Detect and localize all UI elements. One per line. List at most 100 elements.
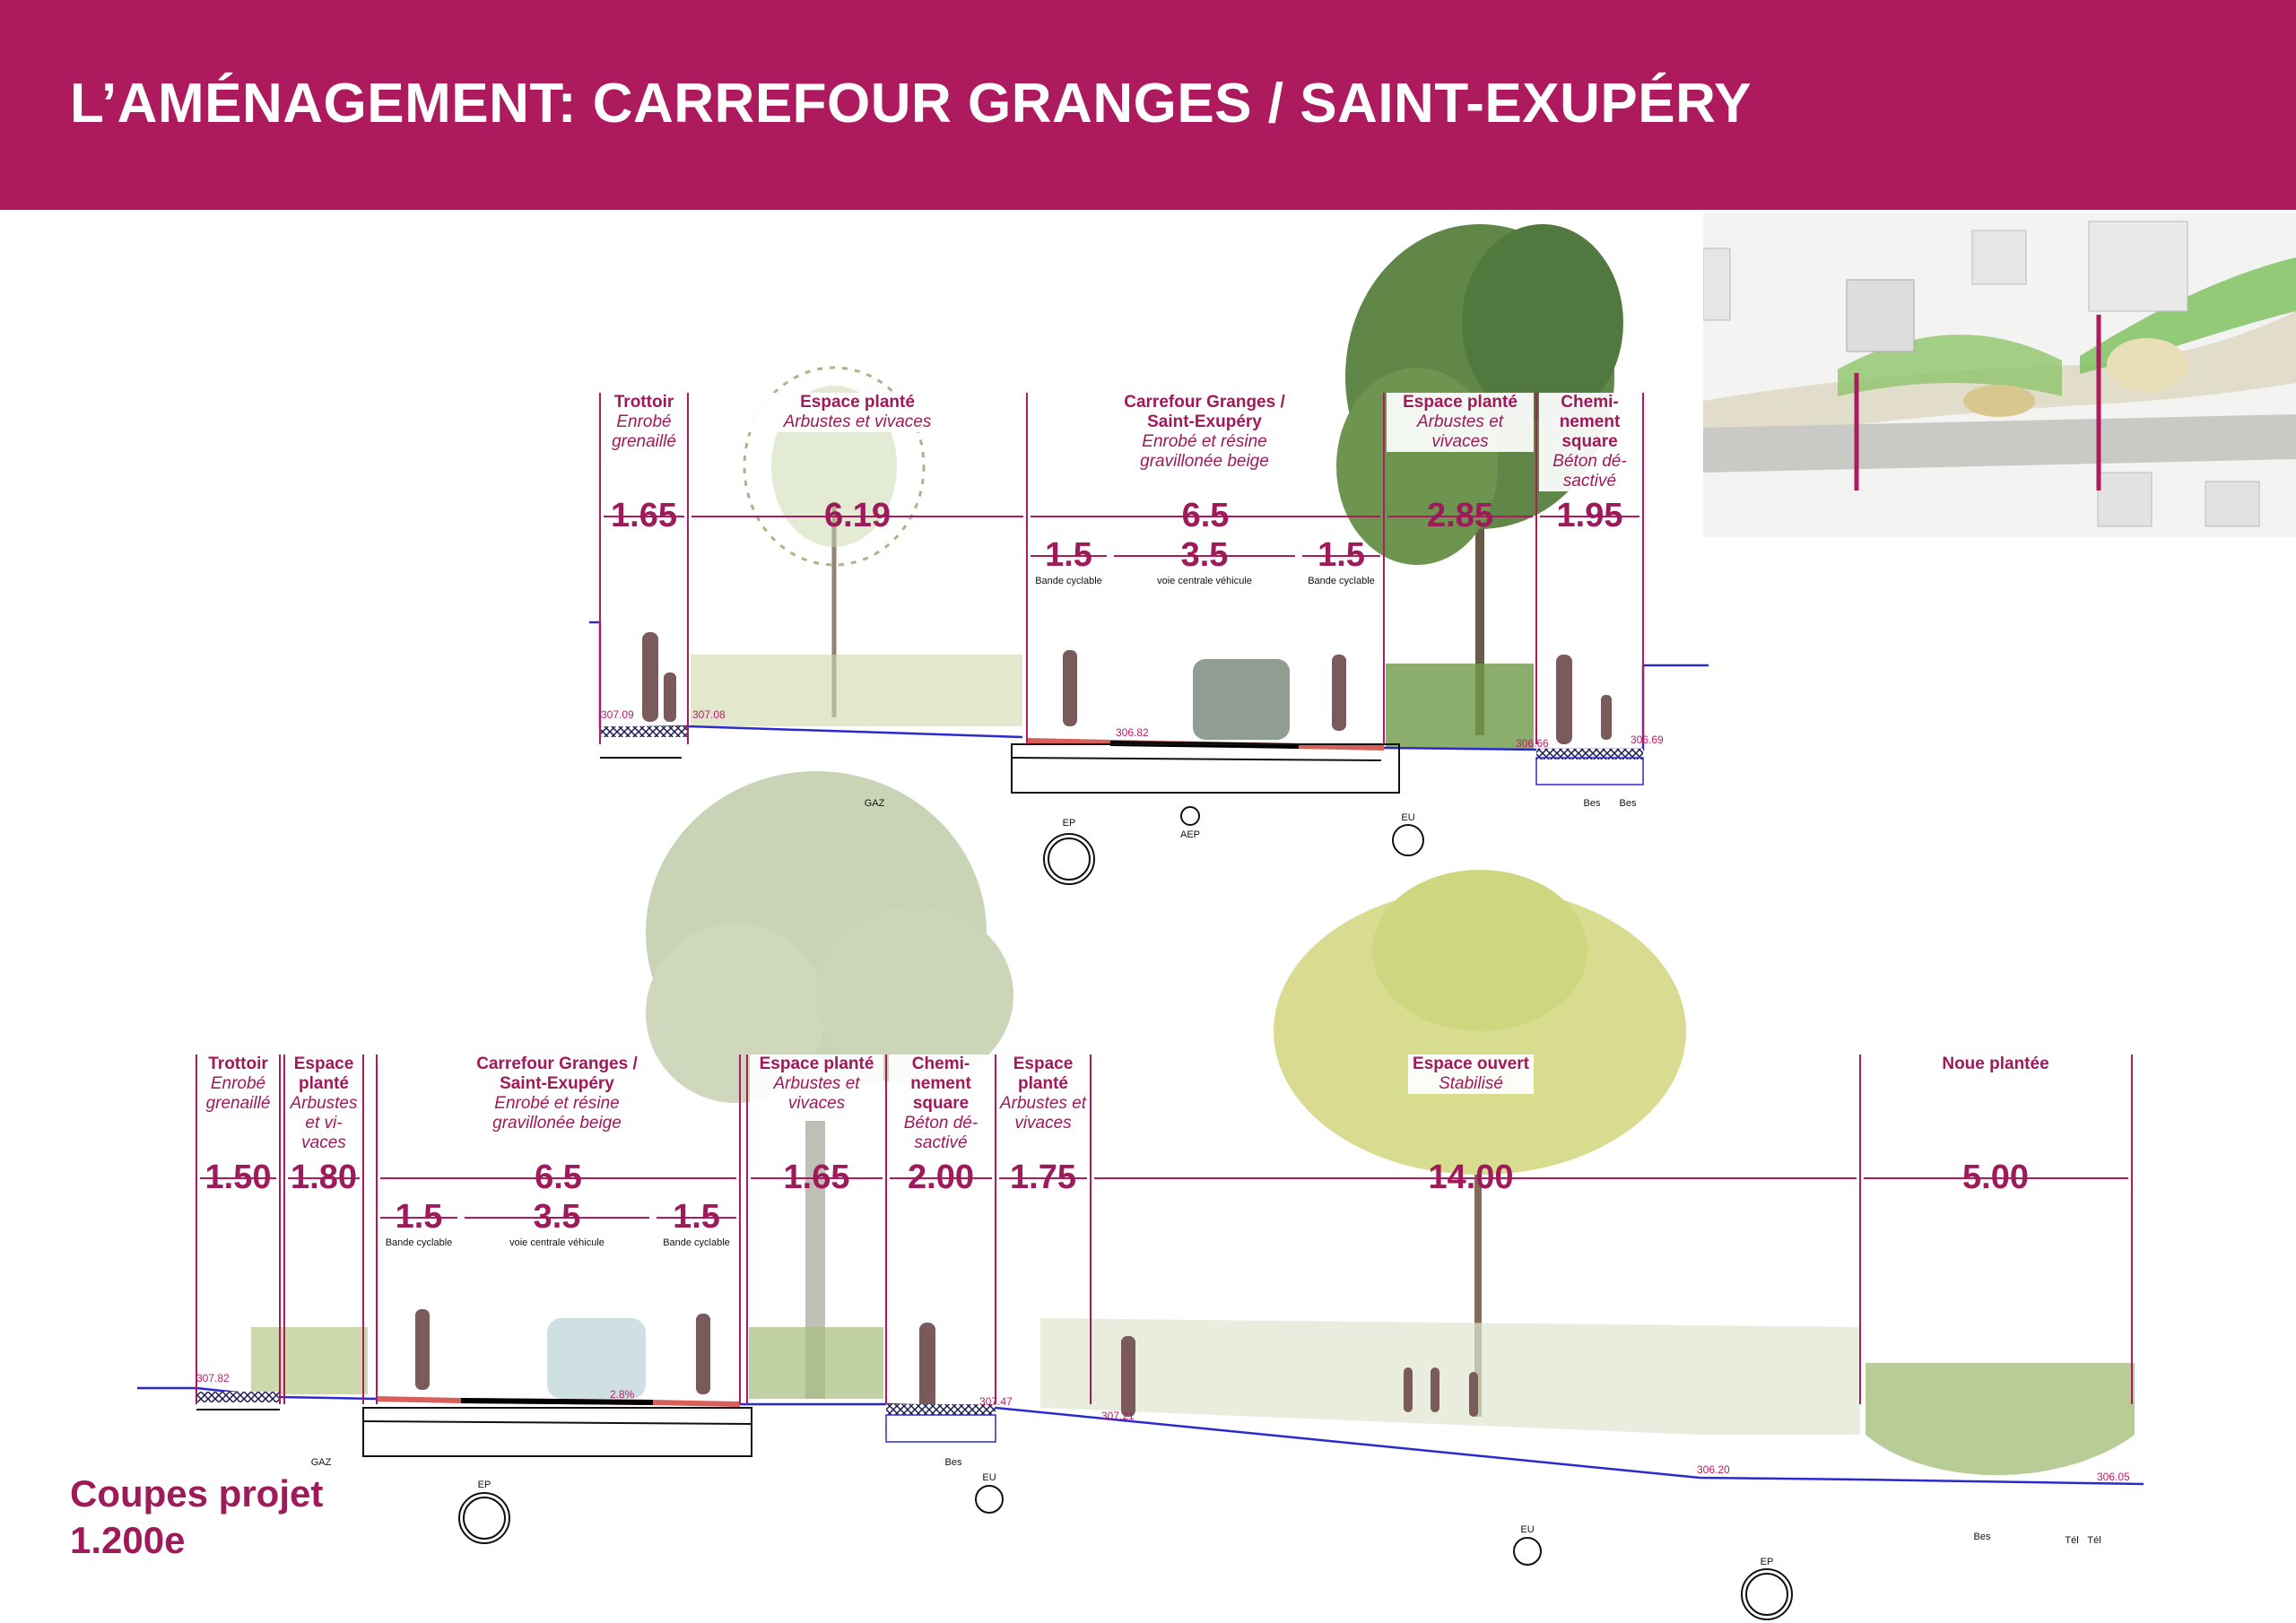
network-label: EP (477, 1480, 491, 1490)
zone-width-dimension: 1.65 (783, 1159, 850, 1196)
zone-title: Carrefour Granges / Saint-Exupéry (476, 1055, 638, 1093)
network-label: Bes (1619, 798, 1637, 809)
bottom-ground-profile (137, 1386, 2144, 1486)
site-plan-drawing (1703, 213, 2296, 537)
zone-width-dimension: 6.19 (824, 497, 891, 534)
lane-width-dimension: 3.5 (533, 1198, 581, 1236)
elevation-label: 307.82 (196, 1372, 230, 1384)
planting-strip (251, 655, 2135, 1475)
network-label: Bes (1583, 798, 1601, 809)
zone-material: Béton dé- sactivé (903, 1114, 978, 1152)
network-label: Bes (944, 1457, 962, 1468)
zone-title: Trottoir (208, 1055, 268, 1073)
zone-material: Arbustes et vivaces (999, 1094, 1087, 1133)
section-caption: Coupes projet 1.200e (70, 1471, 323, 1564)
zone-material: Arbustes et vivaces (783, 412, 932, 431)
elevation-label: 306.66 (1516, 737, 1549, 750)
zone-title: Espace planté (800, 393, 915, 412)
zone-width-dimension: 1.95 (1556, 497, 1623, 534)
zone-width-dimension: 1.80 (291, 1159, 357, 1196)
zone-title: Carrefour Granges / Saint-Exupéry (1124, 393, 1285, 431)
page-title: L’AMÉNAGEMENT: CARREFOUR GRANGES / SAINT… (70, 73, 1752, 135)
caption-scale: 1.200e (70, 1519, 186, 1561)
elevation-label: 307.21 (1101, 1410, 1135, 1422)
header-band: L’AMÉNAGEMENT: CARREFOUR GRANGES / SAINT… (0, 0, 2296, 210)
zone-label: Noue plantée (1910, 1055, 2081, 1074)
zone-material: Arbustes et vivaces (773, 1074, 860, 1113)
car-illustration (547, 659, 1290, 1399)
network-label: Bes (1973, 1532, 1991, 1542)
site-plan-map (1703, 213, 2296, 537)
network-label: Tél (2087, 1535, 2101, 1546)
zone-title: Chemi- nement square (1559, 393, 1621, 451)
people-illustrations (415, 632, 1612, 1417)
lane-label: Bande cyclable (385, 1237, 453, 1248)
lane-label: voie centrale véhicule (509, 1237, 604, 1248)
zone-width-dimension: 1.65 (611, 497, 677, 534)
zone-width-dimension: 2.00 (908, 1159, 974, 1196)
network-pipes (458, 806, 1793, 1620)
zone-width-dimension: 6.5 (535, 1159, 582, 1196)
zone-material: Arbustes et vi- vaces (290, 1094, 358, 1152)
zone-title: Noue plantée (1942, 1055, 2049, 1073)
tree-illustration (646, 771, 1013, 1399)
lane-width-dimension: 1.5 (1318, 536, 1365, 574)
zone-title: Chemi- nement square (910, 1055, 971, 1113)
network-label: EP (1760, 1557, 1774, 1567)
zone-title: Espace planté (293, 1055, 354, 1093)
zone-material: Enrobé et résine gravillonée beige (1140, 432, 1269, 471)
caption-title: Coupes projet (70, 1472, 324, 1515)
zone-title: Espace planté (1013, 1055, 1074, 1093)
lane-label: Bande cyclable (1035, 576, 1102, 586)
top-ground-profile (589, 621, 1709, 794)
elevation-label: 306.82 (1116, 726, 1149, 739)
zone-material: Arbustes et vivaces (1416, 412, 1504, 451)
network-label: EU (1401, 812, 1415, 823)
lane-label: Bande cyclable (663, 1237, 730, 1248)
lane-width-dimension: 1.5 (673, 1198, 720, 1236)
elevation-label: 307.09 (601, 708, 634, 721)
zone-title: Espace planté (1403, 393, 1518, 412)
zone-material: Enrobé grenaillé (612, 412, 676, 451)
lane-width-dimension: 1.5 (1045, 536, 1092, 574)
network-label: GAZ (864, 798, 885, 809)
elevation-label: 307.47 (979, 1395, 1013, 1408)
zone-title: Espace planté (759, 1055, 874, 1073)
zone-material: Béton dé- sactivé (1552, 452, 1627, 490)
zone-material: Enrobé et résine gravillonée beige (492, 1094, 622, 1133)
network-label: EU (982, 1472, 996, 1483)
zone-material: Stabilisé (1439, 1074, 1503, 1093)
zone-material: Enrobé grenaillé (205, 1074, 271, 1113)
lane-label: voie centrale véhicule (1157, 576, 1252, 586)
zone-title: Espace ouvert (1413, 1055, 1529, 1073)
lane-width-dimension: 1.5 (395, 1198, 443, 1236)
elevation-label: 306.69 (1631, 733, 1664, 746)
zone-width-dimension: 1.75 (1010, 1159, 1076, 1196)
zone-width-dimension: 2.85 (1427, 497, 1493, 534)
zone-width-dimension: 1.50 (204, 1159, 272, 1196)
network-label: EU (1520, 1524, 1535, 1535)
elevation-label: 306.20 (1697, 1463, 1730, 1476)
elevation-label: 306.05 (2097, 1471, 2130, 1483)
lane-label: Bande cyclable (1308, 576, 1375, 586)
network-label: EP (1062, 818, 1076, 829)
network-label: GAZ (310, 1457, 332, 1468)
network-label: Tél (2065, 1535, 2079, 1546)
network-label: AEP (1179, 829, 1201, 840)
zone-width-dimension: 14.00 (1428, 1159, 1514, 1196)
elevation-label: 307.08 (692, 708, 726, 721)
lane-width-dimension: 3.5 (1180, 536, 1229, 574)
zone-title: Trottoir (613, 393, 674, 412)
